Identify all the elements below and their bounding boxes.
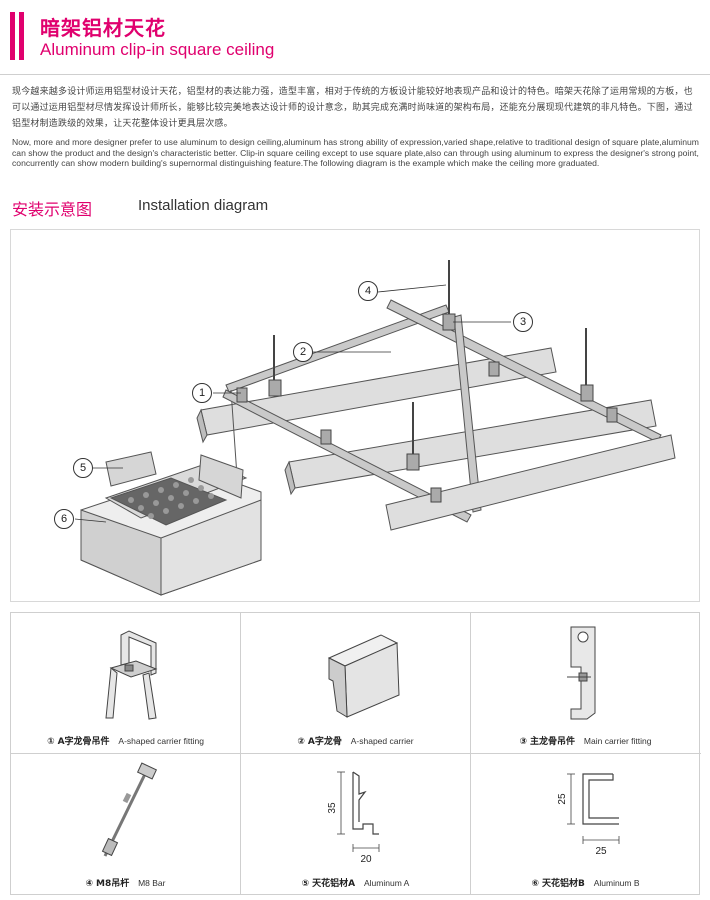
part-cell-m8-bar: ④ M8吊杆 M8 Bar	[11, 754, 241, 895]
m8-bar-drawing	[101, 762, 158, 857]
installation-diagram: 1 2 3 4 5 6	[10, 229, 700, 602]
callout-5: 5	[73, 458, 93, 478]
part-4-name-cn: M8吊杆	[96, 879, 130, 889]
intro-paragraph-cn: 现今越来越多设计师运用铝型材设计天花，铝型材的表达能力强，造型丰富，相对于传统的…	[12, 87, 693, 129]
part-1-name-en: A-shaped carrier fitting	[118, 736, 204, 746]
installation-title-en: Installation diagram	[138, 197, 269, 214]
part-4-num: ④	[85, 879, 94, 889]
page-title-en: Aluminum clip-in square ceiling	[40, 40, 275, 59]
parts-grid: ① A字龙骨吊件 A-shaped carrier fitting ② A字龙骨…	[10, 612, 701, 895]
part-cell-main-carrier-fitting: ③ 主龙骨吊件 Main carrier fitting	[471, 613, 701, 754]
part-3-num: ③	[519, 737, 528, 747]
part-5-num: ⑤	[301, 879, 310, 889]
installation-drawing	[74, 260, 676, 596]
alu-b-width-label: 25	[595, 846, 607, 857]
callout-3: 3	[513, 312, 533, 332]
part-2-name-en: A-shaped carrier	[350, 736, 414, 746]
part-4-name-en: M8 Bar	[138, 878, 166, 888]
a-shaped-carrier-fitting-drawing	[105, 630, 158, 720]
main-carrier-fitting-drawing	[567, 626, 596, 720]
part-2-num: ②	[297, 737, 306, 747]
part-6-name-en: Aluminum B	[593, 878, 640, 888]
part-3-name-en: Main carrier fitting	[583, 736, 652, 746]
intro-paragraph-en: Now, more and more designer prefer to us…	[12, 137, 699, 168]
part-2-name-cn: A字龙骨	[307, 737, 342, 747]
aluminum-a-profile-drawing: 35 20	[327, 771, 380, 865]
part-cell-a-shaped-carrier: ② A字龙骨 A-shaped carrier	[241, 613, 471, 754]
part-5-name-cn: 天花铝材A	[312, 879, 356, 889]
part-cell-aluminum-a: 35 20 ⑤ 天花铝材A Aluminum A	[241, 754, 471, 895]
alu-a-width-label: 20	[360, 854, 372, 865]
part-1-num: ①	[47, 737, 55, 747]
aluminum-b-profile-drawing: 25 25	[557, 773, 620, 857]
callout-4: 4	[358, 281, 378, 301]
callout-2: 2	[293, 342, 313, 362]
callout-6: 6	[54, 509, 74, 529]
alu-a-height-label: 35	[327, 802, 338, 814]
part-cell-aluminum-b: 25 25 ⑥ 天花铝材B Aluminum B	[471, 754, 701, 895]
part-6-num: ⑥	[531, 879, 540, 889]
part-6-name-cn: 天花铝材B	[541, 879, 585, 889]
part-1-name-cn: A字龙骨吊件	[57, 737, 110, 747]
installation-title-cn: 安装示意图	[12, 200, 93, 219]
part-5-name-en: Aluminum A	[363, 878, 410, 888]
alu-b-height-label: 25	[557, 793, 568, 805]
header-divider	[0, 74, 710, 75]
callout-1: 1	[192, 383, 212, 403]
part-cell-a-shaped-carrier-fitting: ① A字龙骨吊件 A-shaped carrier fitting	[11, 613, 241, 754]
a-shaped-carrier-drawing	[327, 634, 400, 718]
page-title-cn: 暗架铝材天花	[40, 16, 166, 40]
part-3-name-cn: 主龙骨吊件	[530, 737, 576, 747]
